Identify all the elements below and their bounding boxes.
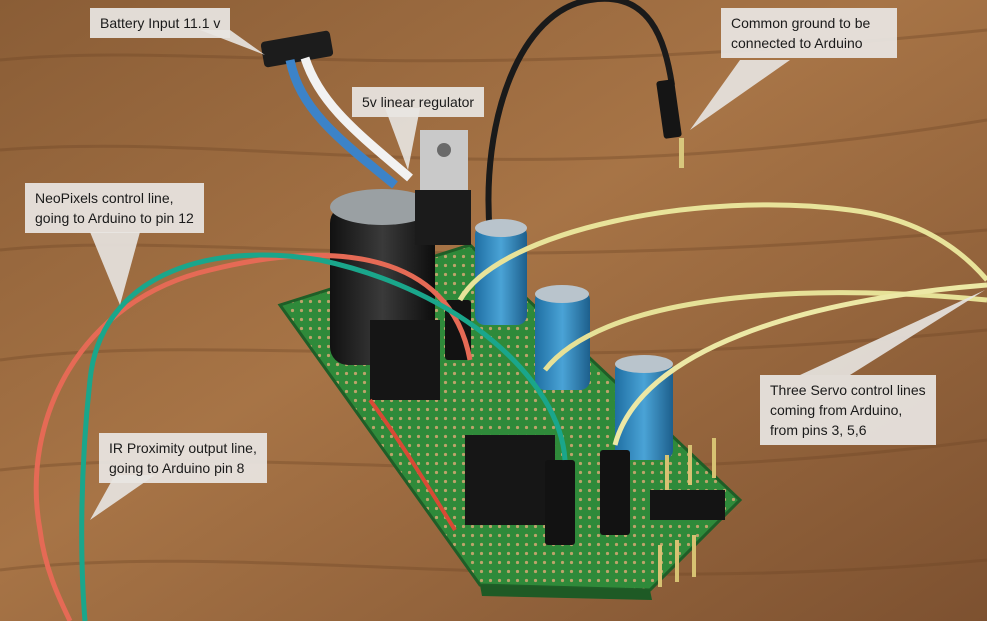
- red-wire: [33, 252, 473, 621]
- servo-callout: Three Servo control lines coming from Ar…: [760, 375, 936, 445]
- regulator-body: [415, 190, 471, 245]
- callout-line: Common ground to be: [731, 15, 871, 31]
- yellow-wire-3: [612, 282, 987, 446]
- regulator-pointer: [385, 108, 420, 170]
- battery-connector: [260, 30, 334, 68]
- pcb-edge: [480, 585, 652, 600]
- callout-line: going to Arduino to pin 12: [35, 210, 194, 226]
- neopixel-pointer: [90, 232, 140, 305]
- battery-wire-white: [300, 56, 413, 182]
- battery-wire-blue: [285, 59, 398, 189]
- connector-center: [545, 460, 575, 545]
- neopixel-callout: NeoPixels control line, going to Arduino…: [25, 183, 204, 233]
- ir-callout: IR Proximity output line, going to Ardui…: [99, 433, 267, 483]
- blue-capacitor-3-top: [615, 355, 673, 373]
- ground-pointer: [690, 60, 790, 130]
- callout-line: Three Servo control lines: [770, 382, 926, 398]
- callout-line: from pins 3, 5,6: [770, 422, 867, 438]
- callout-line: NeoPixels control line,: [35, 190, 174, 206]
- battery-callout: Battery Input 11.1 v: [90, 8, 231, 38]
- servo-pointer: [800, 290, 985, 375]
- callout-line: connected to Arduino: [731, 35, 863, 51]
- regulator-callout: 5v linear regulator: [352, 87, 485, 117]
- callout-line: coming from Arduino,: [770, 402, 903, 418]
- green-wire: [79, 252, 568, 621]
- ground-pin: [679, 138, 684, 168]
- blue-capacitor-1-top: [475, 219, 527, 237]
- blue-capacitor-2-top: [535, 285, 589, 303]
- ground-wire: [485, 0, 675, 236]
- connector-right: [600, 450, 630, 535]
- header-block-right: [650, 490, 725, 520]
- regulator-hole: [437, 143, 451, 157]
- header-block-center: [465, 435, 555, 525]
- callout-line: 5v linear regulator: [362, 94, 475, 110]
- blue-capacitor-1: [475, 225, 527, 325]
- callout-line: going to Arduino pin 8: [109, 460, 245, 476]
- header-pins-right: [658, 438, 716, 587]
- header-block-left: [370, 320, 440, 400]
- callout-pointers: [90, 30, 985, 520]
- ground-pin-connector: [656, 79, 682, 139]
- callout-line: Battery Input 11.1 v: [100, 15, 221, 31]
- ground-callout: Common ground to be connected to Arduino: [721, 8, 897, 58]
- large-capacitor-top: [330, 189, 434, 225]
- callout-line: IR Proximity output line,: [109, 440, 257, 456]
- red-wire-jumper: [368, 398, 457, 532]
- yellow-wire-1: [457, 202, 987, 302]
- ir-pointer: [90, 475, 155, 520]
- regulator-heatsink: [420, 130, 468, 195]
- blue-capacitor-3: [615, 360, 673, 460]
